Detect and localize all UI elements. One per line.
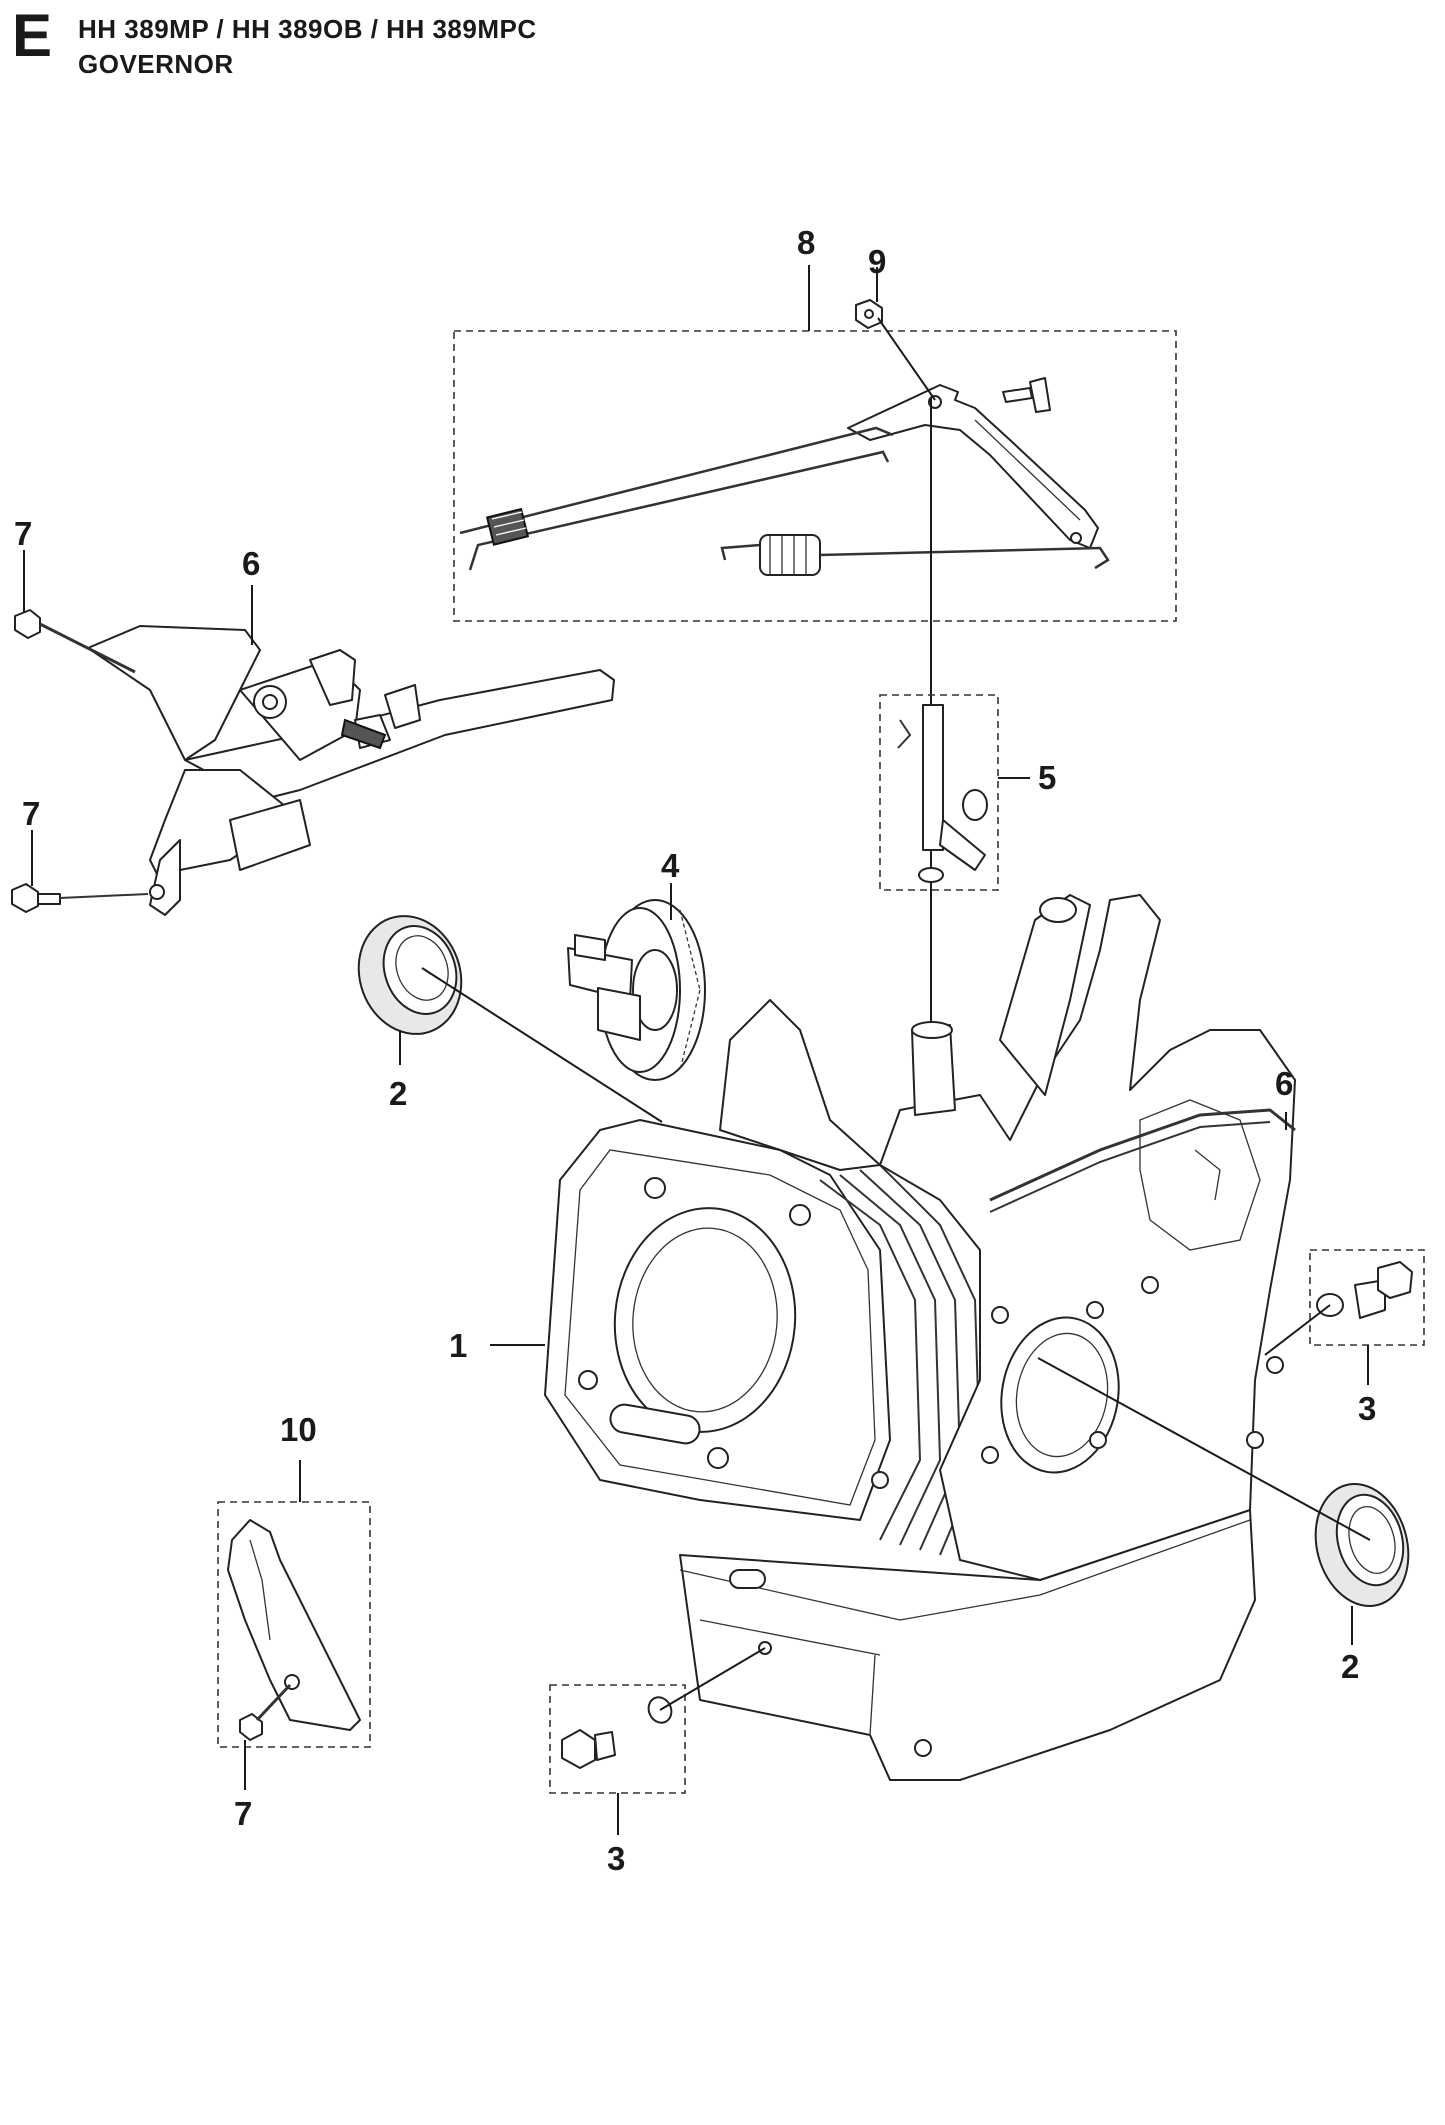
callout-3-bottom: 3 (607, 1840, 625, 1877)
return-spring (720, 534, 1110, 576)
governor-gear-4 (567, 899, 706, 1081)
callout-6-right: 6 (1275, 1065, 1293, 1102)
crankcase-block-1 (544, 894, 1296, 1781)
leader-2-right-to-block (1037, 1357, 1371, 1541)
callout-8: 8 (797, 224, 815, 261)
screw-7-mid (11, 883, 149, 913)
section-letter: E (12, 2, 53, 69)
governor-rod-spring (459, 426, 894, 571)
callout-4: 4 (661, 847, 680, 884)
callout-7-mid: 7 (22, 795, 40, 832)
callout-2-right: 2 (1341, 1648, 1359, 1685)
callout-7-top: 7 (14, 515, 32, 552)
drain-bolt-3-bottom (561, 1696, 673, 1769)
leader-3-right-to-block (1264, 1304, 1331, 1356)
callout-5: 5 (1038, 759, 1056, 796)
group-box-governor-linkage (453, 330, 1177, 622)
callout-1: 1 (449, 1327, 467, 1364)
callout-10: 10 (280, 1411, 317, 1448)
governor-arm (847, 377, 1099, 549)
flange-nut-9 (855, 299, 883, 329)
governor-shaft-5 (897, 704, 988, 883)
callout-9: 9 (868, 243, 886, 280)
screw-7-top (14, 609, 136, 674)
model-numbers: HH 389MP / HH 389OB / HH 389MPC (78, 14, 537, 44)
page-header: E HH 389MP / HH 389OB / HH 389MPC GOVERN… (0, 0, 700, 90)
group-box-governor-shaft (879, 694, 999, 891)
callout-6-left: 6 (242, 545, 260, 582)
group-box-deflector (217, 1501, 371, 1748)
callout-7-bottom: 7 (234, 1795, 252, 1832)
drain-bolt-3-right (1316, 1261, 1413, 1319)
oil-seal-2-left (357, 915, 463, 1035)
oil-seal-2-right (1314, 1482, 1410, 1608)
control-bracket-6 (87, 625, 615, 916)
page-title: GOVERNOR (78, 49, 234, 79)
leader-3-bottom-to-block (659, 1647, 766, 1711)
deflector-10 (227, 1519, 361, 1741)
leader-9-to-arm (877, 317, 936, 401)
leader-2-left-to-block (421, 967, 663, 1123)
group-box-bolt-bottom (549, 1684, 686, 1794)
callout-2-left: 2 (389, 1075, 407, 1112)
callout-3-right: 3 (1358, 1390, 1376, 1427)
